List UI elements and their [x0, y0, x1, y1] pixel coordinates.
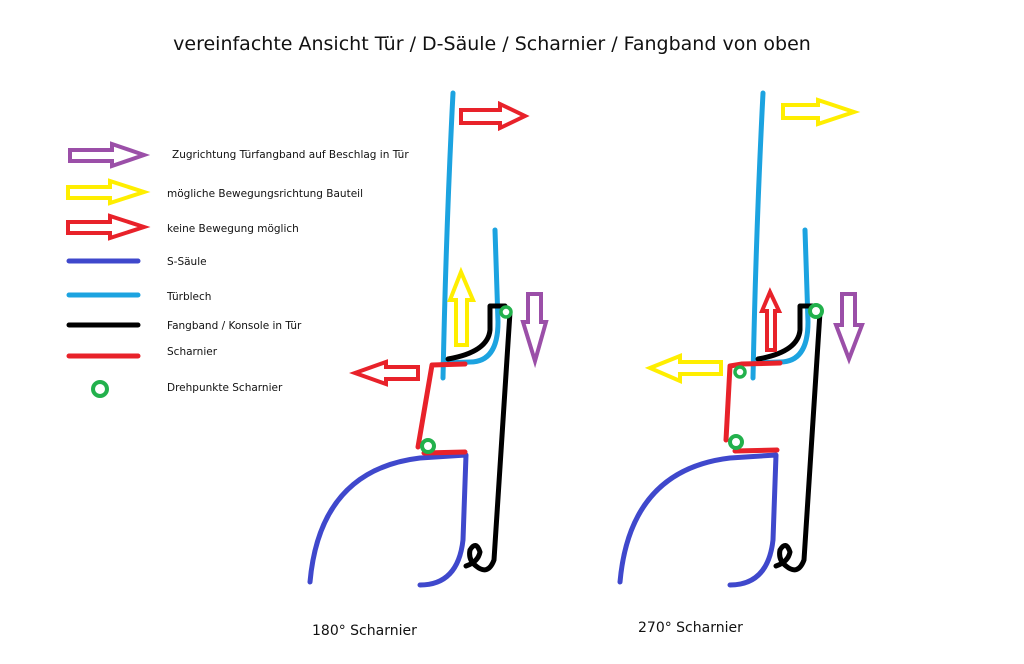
yellow-arrow-right-icon: [781, 97, 861, 127]
purple-arrow-down-icon: [833, 292, 865, 365]
purple-arrow-icon: [68, 141, 151, 169]
legend-label: Drehpunkte Scharnier: [167, 382, 283, 394]
pivot-circle-icon: [728, 434, 744, 450]
pivot-circle-icon: [808, 303, 824, 319]
diagram-180: 180° Scharnier: [310, 93, 549, 639]
red-arrow-left-icon: [349, 359, 420, 387]
red-arrow-up-icon: [758, 287, 783, 352]
door-pillar-assembly: [310, 93, 510, 585]
hinge-upper: [723, 360, 783, 443]
purple-arrow-down-icon: [520, 292, 549, 369]
yellow-arrow-up-icon: [447, 266, 477, 347]
yellow-arrow-icon: [66, 178, 151, 206]
green-circle-icon: [91, 380, 109, 398]
pivot-circle-icon: [733, 365, 747, 379]
door-pillar-assembly: [620, 93, 820, 585]
hinge-lower: [732, 447, 780, 454]
legend-label: mögliche Bewegungsrichtung Bauteil: [167, 188, 363, 200]
diagram-270: 270° Scharnier: [620, 93, 865, 636]
legend-label: keine Bewegung möglich: [167, 223, 299, 235]
legend-label: Scharnier: [167, 346, 218, 358]
legend-label: S-Säule: [167, 256, 207, 268]
red-arrow-right-icon: [459, 100, 530, 132]
pivot-circle-icon: [420, 438, 436, 454]
caption-180: 180° Scharnier: [312, 623, 417, 639]
legend-label: Fangband / Konsole in Tür: [167, 320, 302, 332]
yellow-arrow-left-icon: [644, 353, 723, 385]
page-title: vereinfachte Ansicht Tür / D-Säule / Sch…: [173, 33, 811, 55]
legend-label: Türblech: [166, 291, 211, 303]
legend: Zugrichtung Türfangband auf Beschlag in …: [66, 141, 409, 398]
red-arrow-icon: [66, 213, 151, 241]
caption-270: 270° Scharnier: [638, 620, 743, 636]
legend-label: Zugrichtung Türfangband auf Beschlag in …: [172, 149, 409, 161]
hinge-upper: [415, 361, 468, 450]
pivot-circle-icon: [499, 305, 513, 319]
